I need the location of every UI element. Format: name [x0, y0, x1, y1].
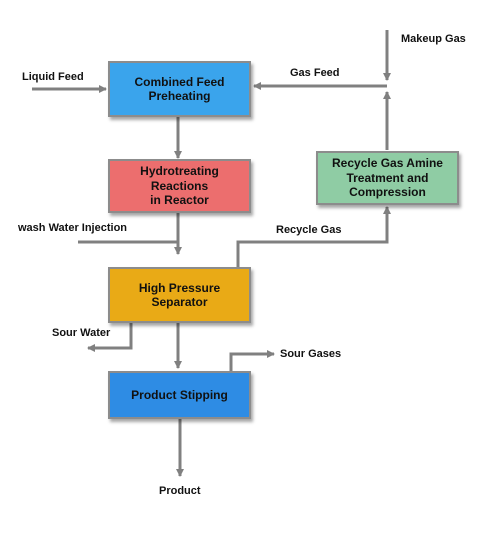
liquid-feed-label: Liquid Feed: [22, 71, 84, 83]
wash-water-label: wash Water Injection: [18, 222, 128, 234]
product-stripping-box: Product Stipping: [108, 371, 251, 419]
sour-gases-label: Sour Gases: [280, 348, 342, 360]
sour-water-label: Sour Water: [52, 327, 111, 339]
sour-water-line: [87, 322, 133, 352]
gas-feed-label: Gas Feed: [290, 67, 340, 79]
sour-gases-line: [229, 350, 275, 371]
combined-feed-preheating-box: Combined Feed Preheating: [108, 61, 251, 117]
hydrotreating-reactor-box: Hydrotreating Reactions in Reactor: [108, 159, 251, 213]
recycle-gas-line: [236, 206, 391, 267]
recycle-gas-label: Recycle Gas: [276, 224, 342, 236]
product-label: Product: [159, 485, 201, 497]
high-pressure-separator-box: High Pressure Separator: [108, 267, 251, 323]
recycle-gas-amine-box: Recycle Gas Amine Treatment and Compress…: [316, 151, 459, 205]
makeup-gas-label: Makeup Gas: [401, 33, 466, 45]
